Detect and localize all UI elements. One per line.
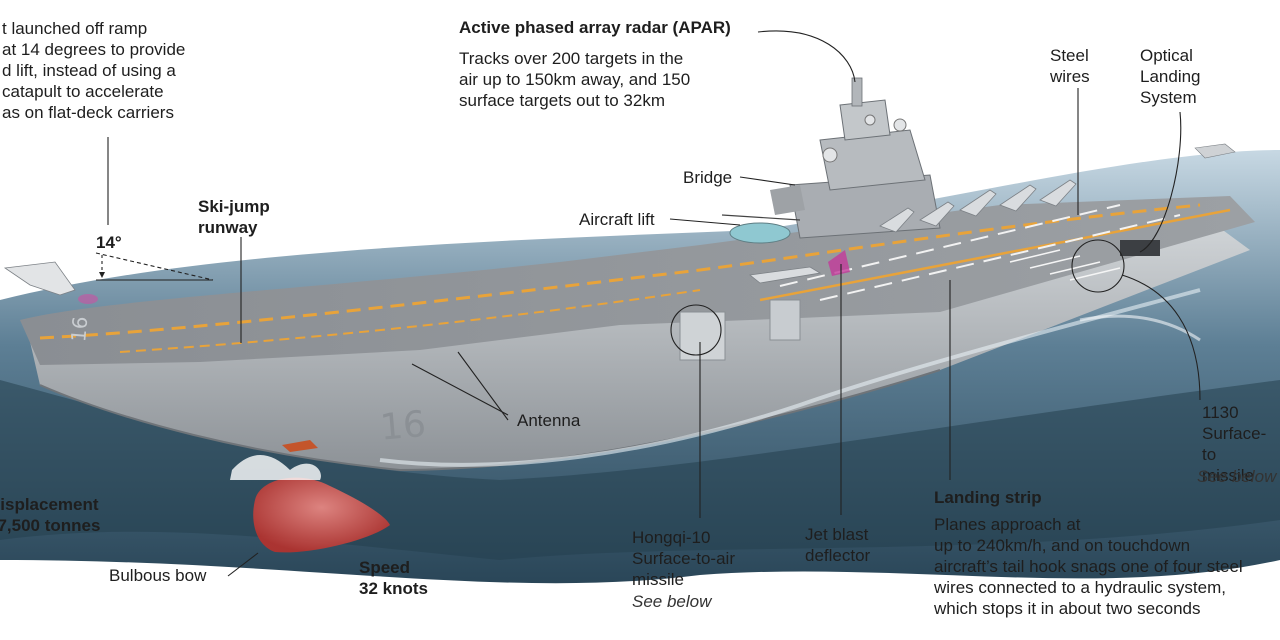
hongqi-see-below[interactable]: See below xyxy=(632,592,712,611)
speed-label: Speed 32 knots xyxy=(359,558,428,598)
type1130-label: 1130 Surface-to missile xyxy=(1202,403,1267,485)
deck-marking: 16 xyxy=(66,315,92,342)
steel-wires-label: Steel wires xyxy=(1050,46,1090,86)
antenna-label: Antenna xyxy=(517,411,581,430)
hull-number: 16 xyxy=(378,404,427,449)
island-superstructure xyxy=(770,77,941,239)
drone-icon xyxy=(282,440,318,452)
flight-deck xyxy=(20,196,1255,365)
landing-strip-title: Landing strip xyxy=(934,488,1042,507)
landing-strip-description: Planes approach at up to 240km/h, and on… xyxy=(934,515,1243,618)
skijump-description: t launched off ramp at 14 degrees to pro… xyxy=(2,19,186,122)
apar-description: Tracks over 200 targets in the air up to… xyxy=(459,49,691,110)
optical-landing-label: Optical Landing System xyxy=(1140,46,1201,107)
displacement-label: Displacement 67,500 tonnes xyxy=(0,495,101,535)
launching-jet xyxy=(3,261,76,296)
aircraft-lift-label: Aircraft lift xyxy=(579,210,655,229)
bulbous-bow-label: Bulbous bow xyxy=(109,566,207,585)
hongqi-label: Hongqi-10 Surface-to-air missile xyxy=(632,528,735,589)
leader-lines xyxy=(107,30,1201,577)
skijump-title: Ski-jump runway xyxy=(198,197,270,237)
type1130-see-below[interactable]: See below xyxy=(1197,467,1277,486)
bridge-label: Bridge xyxy=(683,168,733,187)
angle-label: 14° xyxy=(96,233,122,252)
apar-title: Active phased array radar (APAR) xyxy=(459,18,731,37)
jet-blast-label: Jet blast deflector xyxy=(805,525,871,565)
helicopter-icon xyxy=(721,214,801,244)
bulbous-bow xyxy=(253,477,390,553)
angle-indicator xyxy=(95,252,214,281)
